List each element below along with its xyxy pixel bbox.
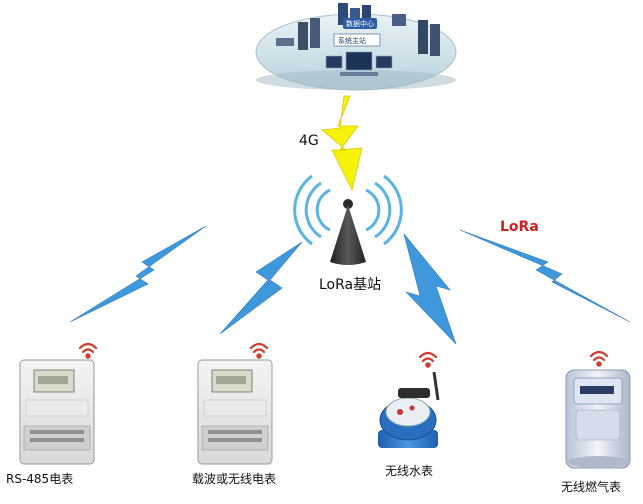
rs485-electric-meter-icon [19, 359, 95, 465]
router-icon [276, 38, 294, 46]
building-icon [338, 3, 348, 25]
meter-digits [216, 376, 246, 384]
server-rack-icon [310, 18, 320, 48]
desk-icon [340, 72, 378, 76]
uplink-label: 4G [299, 133, 319, 149]
lora-link-bolt-3 [403, 233, 457, 345]
meter-panel [575, 409, 621, 441]
server-rack-icon [430, 24, 440, 56]
lora-link-bolt-2 [219, 241, 303, 335]
meter-label-water: 无线水表 [385, 464, 434, 478]
signal-icon [589, 350, 609, 367]
meter-digits [38, 376, 68, 384]
lora-base-station-icon [293, 174, 403, 265]
antenna-tip [343, 199, 353, 209]
wireless-electric-meter-icon [197, 359, 273, 465]
radio-waves-icon [293, 174, 403, 246]
signal-icon [418, 351, 438, 368]
meter-label-gas: 无线燃气表 [561, 480, 622, 494]
antenna-body [330, 205, 366, 265]
wireless-gas-meter-icon [565, 369, 631, 469]
meter-antenna [432, 371, 440, 401]
meter-dial [385, 397, 431, 427]
meter-digits [580, 386, 614, 394]
meter-base [568, 456, 628, 468]
meter-nameplate [25, 399, 89, 417]
device-icon [392, 14, 406, 26]
server-rack-icon [298, 22, 308, 50]
data-center-badge [343, 18, 377, 29]
lora-label: LoRa [500, 219, 539, 235]
signal-icon [249, 342, 269, 359]
main-station-badge [333, 33, 381, 47]
platform-shadow [256, 70, 456, 90]
monitor-icon [325, 55, 343, 69]
building-icon [362, 5, 371, 25]
meter-nameplate [203, 399, 267, 417]
signal-icon [78, 342, 98, 359]
lora-link-bolt-4 [459, 229, 631, 323]
master-station-illustration: 数据中心 系统主站 [255, 3, 457, 91]
wireless-water-meter-icon [378, 371, 440, 448]
meter-label-wireless-electric: 载波或无线电表 [192, 472, 277, 486]
meter-lid [398, 388, 430, 398]
monitor-icon [345, 51, 373, 71]
base-station-label: LoRa基站 [319, 277, 382, 293]
lora-link-bolt-1 [69, 225, 207, 323]
monitor-icon [375, 55, 393, 69]
server-rack-icon [418, 20, 428, 54]
main-station-label: 系统主站 [338, 36, 366, 45]
meter-label-rs485: RS-485电表 [6, 472, 74, 486]
building-icon [350, 8, 360, 25]
data-center-label: 数据中心 [346, 19, 374, 28]
4g-lightning-bolt [321, 95, 363, 192]
